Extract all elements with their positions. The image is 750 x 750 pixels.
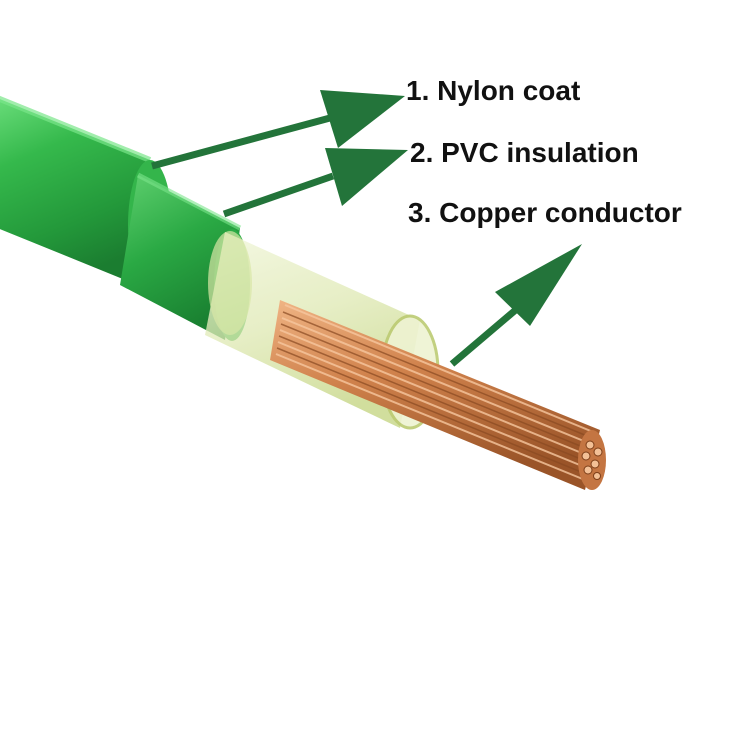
arrow-copper-conductor <box>449 244 582 367</box>
label-pvc-insulation: 2. PVC insulation <box>410 137 639 168</box>
arrow-pvc-insulation <box>222 148 408 218</box>
arrow-nylon-coat <box>151 90 405 170</box>
label-copper-conductor: 3. Copper conductor <box>408 197 682 228</box>
label-nylon-coat: 1. Nylon coat <box>406 75 580 106</box>
copper-conductor <box>270 300 606 490</box>
